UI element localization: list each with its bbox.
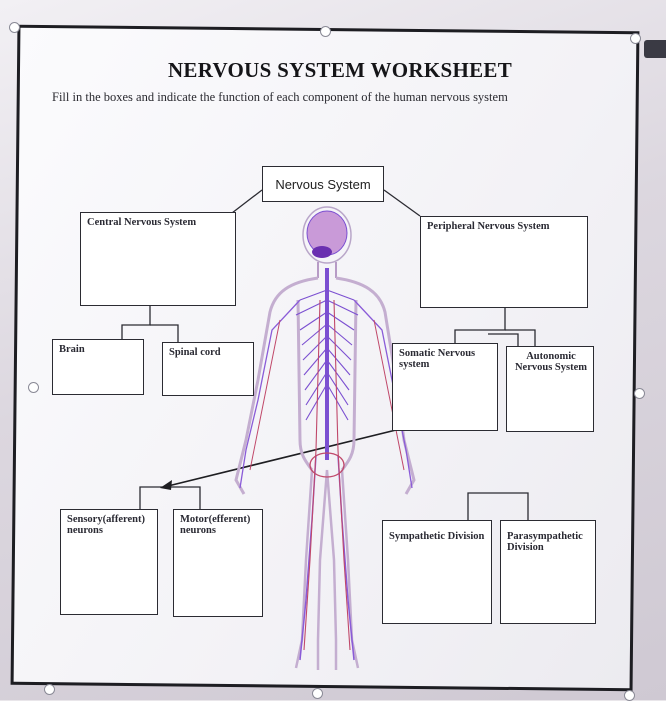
motor-box[interactable]: Motor(efferent) neurons	[173, 509, 263, 617]
brain-label: Brain	[59, 344, 85, 355]
sympathetic-box[interactable]: Sympathetic Division	[382, 520, 492, 624]
pns-box[interactable]: Peripheral Nervous System	[420, 216, 588, 308]
cns-box[interactable]: Central Nervous System	[80, 212, 236, 306]
human-body-figure	[234, 206, 416, 670]
pns-label: Peripheral Nervous System	[427, 221, 550, 232]
nervous-system-box[interactable]: Nervous System	[262, 166, 384, 202]
cns-label: Central Nervous System	[87, 217, 197, 228]
resize-handle-top[interactable]	[320, 26, 331, 37]
parasympathetic-label: Parasympathetic Division	[507, 531, 583, 553]
sensory-label: Sensory(afferent) neurons	[67, 514, 145, 536]
worksheet-instructions: Fill in the boxes and indicate the funct…	[52, 90, 508, 104]
resize-handle-right[interactable]	[634, 388, 645, 399]
resize-handle-bottom-left[interactable]	[44, 684, 55, 695]
spinal-cord-box[interactable]: Spinal cord	[162, 342, 254, 396]
sympathetic-label: Sympathetic Division	[389, 531, 485, 542]
motor-label: Motor(efferent) neurons	[180, 514, 251, 536]
autonomic-label: Autonomic Nervous System	[514, 351, 588, 373]
parasympathetic-box[interactable]: Parasympathetic Division	[500, 520, 596, 624]
brain-box[interactable]: Brain	[52, 339, 144, 395]
spinal-cord-label: Spinal cord	[169, 347, 221, 358]
worksheet-title: NERVOUS SYSTEM WORKSHEET	[167, 58, 513, 82]
somatic-box[interactable]: Somatic Nervous system	[392, 343, 498, 431]
resize-handle-bottom[interactable]	[312, 688, 323, 699]
autonomic-box[interactable]: Autonomic Nervous System	[506, 346, 594, 432]
somatic-label: Somatic Nervous system	[399, 348, 476, 370]
resize-handle-left[interactable]	[28, 382, 39, 393]
resize-handle-top-left[interactable]	[9, 22, 20, 33]
window-corner-icon	[644, 40, 666, 58]
sensory-box[interactable]: Sensory(afferent) neurons	[60, 509, 158, 615]
resize-handle-top-right[interactable]	[630, 33, 641, 44]
